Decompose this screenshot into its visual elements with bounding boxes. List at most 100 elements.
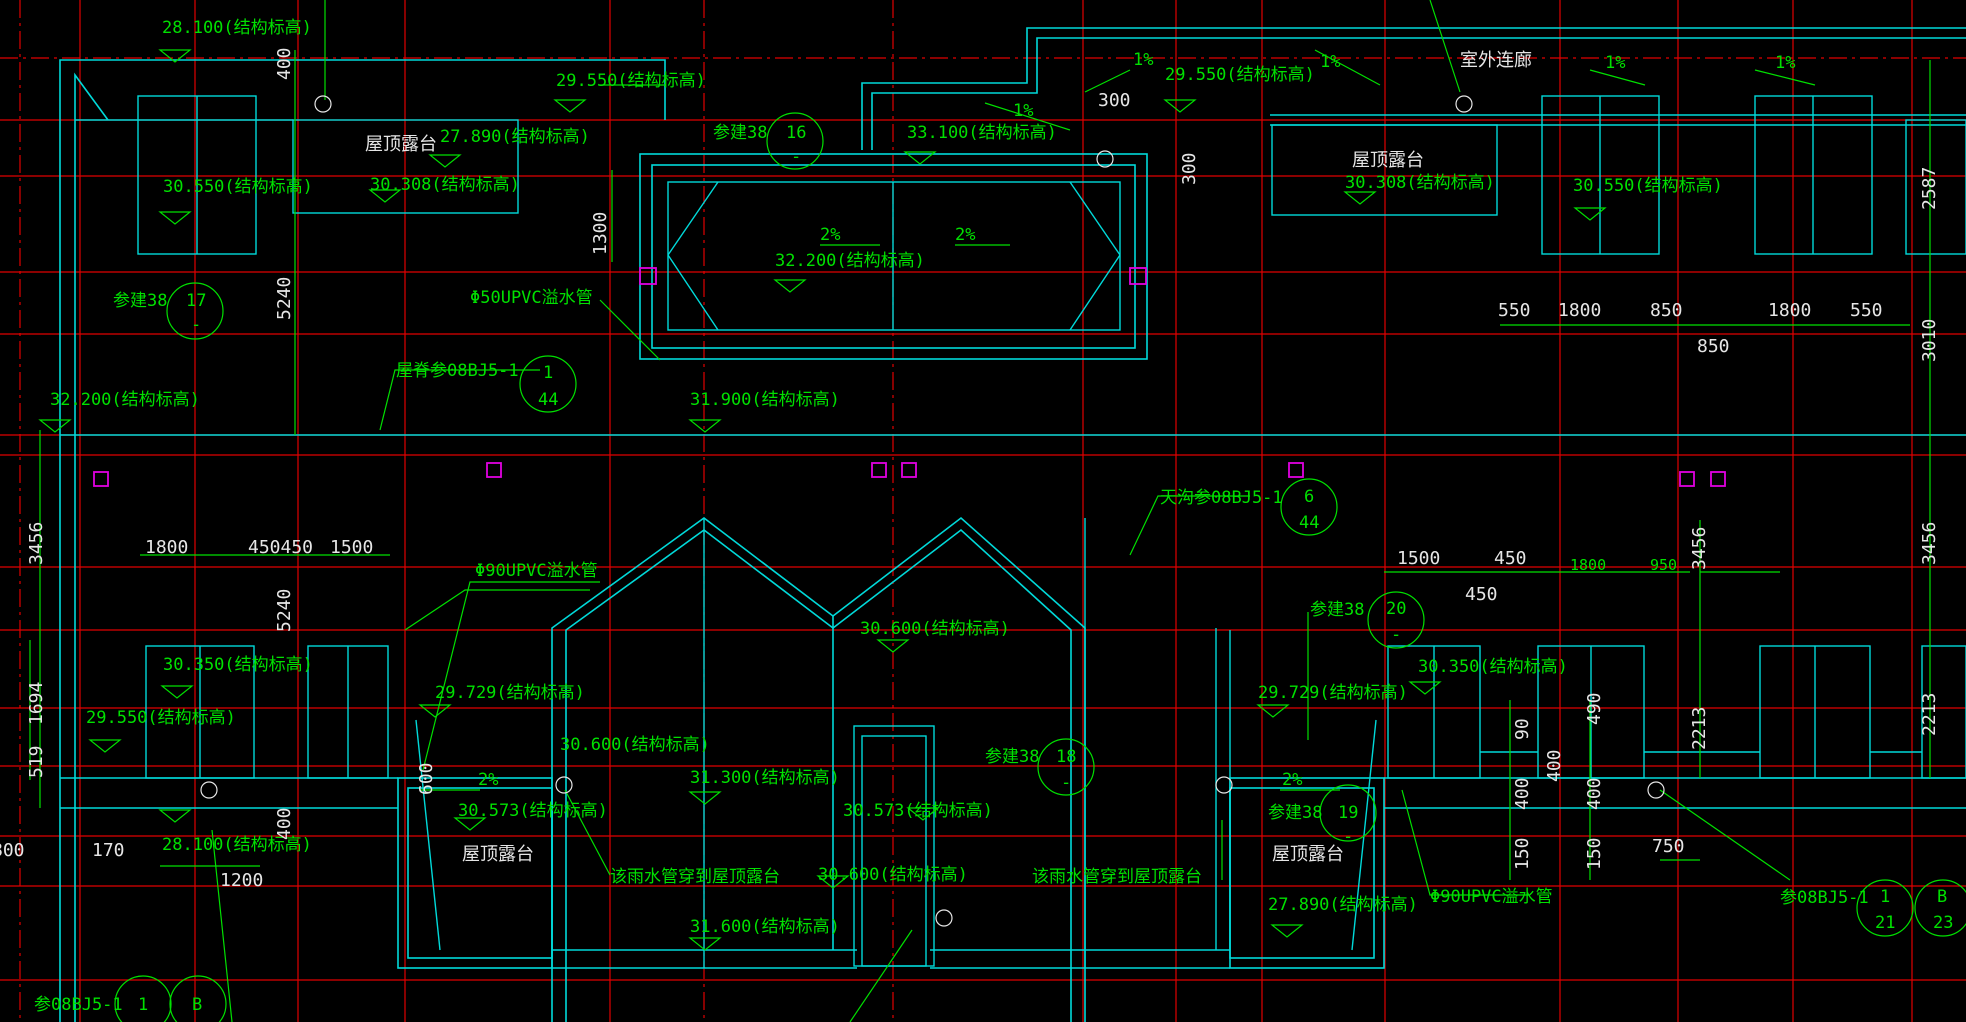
note-label: Φ50UPVC溢水管 <box>470 288 593 308</box>
dimension-label: 1694 <box>26 682 47 725</box>
note-label: 天沟参08BJ5-1 <box>1160 488 1283 508</box>
slope-label: 1% <box>1013 101 1033 121</box>
room-label: 屋顶露台 <box>365 134 437 155</box>
elevation-label: 30.600(结构标高) <box>560 735 710 755</box>
elevation-label: 32.200(结构标高) <box>50 390 200 410</box>
dimension-label: 950 <box>1650 556 1677 574</box>
note-label: 该雨水管穿到屋顶露台 <box>610 867 780 887</box>
callout-sheet: 21 <box>1875 913 1895 933</box>
dimension-label: 800 <box>0 840 25 861</box>
elevation-label: 30.573(结构标高) <box>843 801 993 821</box>
dimension-label: 300 <box>1098 90 1131 111</box>
elevation-label: 30.350(结构标高) <box>1418 657 1568 677</box>
dimension-label: 550 <box>1850 300 1883 321</box>
dimension-label: 3456 <box>1689 527 1710 570</box>
elevation-label: 30.350(结构标高) <box>163 655 313 675</box>
building-outline <box>59 27 1966 1022</box>
note-label: 参08BJ5-1 <box>1780 888 1869 908</box>
dimension-label: 550 <box>1498 300 1531 321</box>
dimension-label: 3456 <box>26 522 47 565</box>
elevation-label: 32.200(结构标高) <box>775 251 925 271</box>
dimension-label: 90 <box>1512 718 1533 740</box>
elevation-label: 30.573(结构标高) <box>458 801 608 821</box>
dimension-label: 450 <box>1494 548 1527 569</box>
dimension-labels: 400 5240 5240 3456 1694 519 400 1 300 300… <box>0 47 1940 891</box>
elevation-label: 28.100(结构标高) <box>162 18 312 38</box>
dimension-label: 170 <box>92 840 125 861</box>
note-label: 参建38 <box>985 747 1039 767</box>
callout-labels: 16 - 17 - 1 44 6 44 20 - 18 - 19 - 1 21 … <box>138 123 1953 1015</box>
room-label: 屋顶露台 <box>1352 150 1424 171</box>
dimension-label: 2213 <box>1689 707 1710 750</box>
dimension-label: 1500 <box>330 537 373 558</box>
dimension-label: 400 <box>274 807 295 840</box>
callout-number: 1 <box>543 363 553 383</box>
drain-pipes <box>200 95 1665 927</box>
callout-sheet: - <box>1391 625 1401 645</box>
callout-sheet: 44 <box>538 390 558 410</box>
elevation-label: 29.729(结构标高) <box>1258 683 1408 703</box>
elevation-label: 30.550(结构标高) <box>163 177 313 197</box>
elevation-label: 30.550(结构标高) <box>1573 176 1723 196</box>
note-label: 屋脊参08BJ5-1 <box>396 361 519 381</box>
dimension-label: 3010 <box>1919 319 1940 362</box>
dimension-label: 5240 <box>274 589 295 632</box>
elevation-label: 33.100(结构标高) <box>907 123 1057 143</box>
dimension-label: 400 <box>1584 777 1605 810</box>
elevation-label: 30.308(结构标高) <box>370 175 520 195</box>
elevation-label: 29.550(结构标高) <box>1165 65 1315 85</box>
callout-number: 6 <box>1304 487 1314 507</box>
elevation-label: 28.100(结构标高) <box>162 835 312 855</box>
room-label: 屋顶露台 <box>1272 844 1344 865</box>
dimension-label: 300 <box>1179 152 1200 185</box>
note-label: 参08BJ5-1 <box>34 995 123 1015</box>
rain-outlets <box>93 267 1726 487</box>
note-label: Φ90UPVC溢水管 <box>475 561 598 581</box>
dimension-label: 490 <box>1584 692 1605 725</box>
dimension-label: 1800 <box>1768 300 1811 321</box>
dimension-label: 1800 <box>1558 300 1601 321</box>
slope-labels: 1% 1% 1% 1% 1% 2% 2% 2% 2% <box>478 50 1795 790</box>
callout-number: 1 <box>138 995 148 1015</box>
dimension-label: 519 <box>26 745 47 778</box>
dimension-label: 1800 <box>145 537 188 558</box>
room-label: 屋顶露台 <box>462 844 534 865</box>
note-label: 参建38 <box>113 291 167 311</box>
dimension-label: 1200 <box>220 870 263 891</box>
elevation-label: 29.550(结构标高) <box>556 71 706 91</box>
callout-sheet: - <box>191 315 201 335</box>
dimension-label: 2587 <box>1919 167 1940 210</box>
callout-number: 1 <box>1880 887 1890 907</box>
callout-sheet: - <box>1343 827 1353 847</box>
callout-number: 20 <box>1386 599 1406 619</box>
elevation-label: 29.729(结构标高) <box>435 683 585 703</box>
elevation-label: 31.300(结构标高) <box>690 768 840 788</box>
dimension-label: 150 <box>1512 837 1533 870</box>
callout-sheet: 44 <box>1299 513 1319 533</box>
elevation-labels: 28.100(结构标高) 29.550(结构标高) 29.550(结构标高) 2… <box>50 18 1723 937</box>
slope-label: 1% <box>1133 50 1153 70</box>
dimension-label: 400 <box>274 47 295 80</box>
dimension-label: 750 <box>1652 836 1685 857</box>
callout-number: 16 <box>786 123 806 143</box>
dimension-label: 5240 <box>274 277 295 320</box>
note-label: 参建38 <box>1268 803 1322 823</box>
slope-label: 1% <box>1775 53 1795 73</box>
dimension-lines <box>29 50 1931 880</box>
slope-arrows <box>420 49 1816 791</box>
elevation-markers <box>38 49 1607 951</box>
callout-number: 19 <box>1338 803 1358 823</box>
note-label: 参建38 <box>713 123 767 143</box>
detail-callouts <box>114 112 1966 1022</box>
dimension-label: 600 <box>416 762 437 795</box>
elevation-label: 30.600(结构标高) <box>860 619 1010 639</box>
dimension-label: 2213 <box>1919 693 1940 736</box>
elevation-label: 31.600(结构标高) <box>690 917 840 937</box>
slope-label: 2% <box>820 225 840 245</box>
callout-sheet: - <box>1061 773 1071 793</box>
dimension-label: 850 <box>1697 336 1730 357</box>
slope-label: 2% <box>955 225 975 245</box>
callout-number: 17 <box>186 291 206 311</box>
dimension-label: 1800 <box>1570 556 1606 574</box>
